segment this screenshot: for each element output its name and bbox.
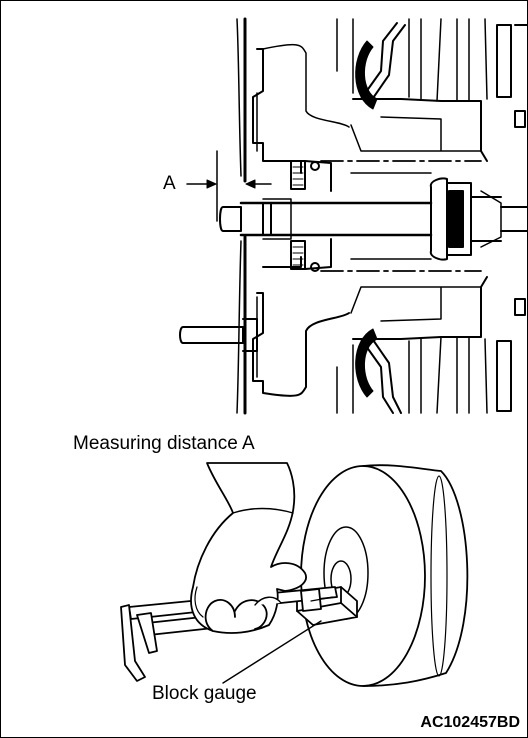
block-gauge-label: Block gauge	[152, 683, 257, 704]
dimension-a-label: A	[163, 173, 176, 194]
caption-measuring-distance: Measuring distance A	[73, 433, 255, 454]
dimension-a-indicator	[186, 150, 272, 222]
hub-cross-section	[179, 17, 527, 415]
rotor-drum	[300, 464, 469, 687]
block-gauge-leader-line	[222, 620, 322, 684]
hand-glove	[190, 462, 307, 634]
figure-code: AC102457BD	[420, 714, 520, 731]
